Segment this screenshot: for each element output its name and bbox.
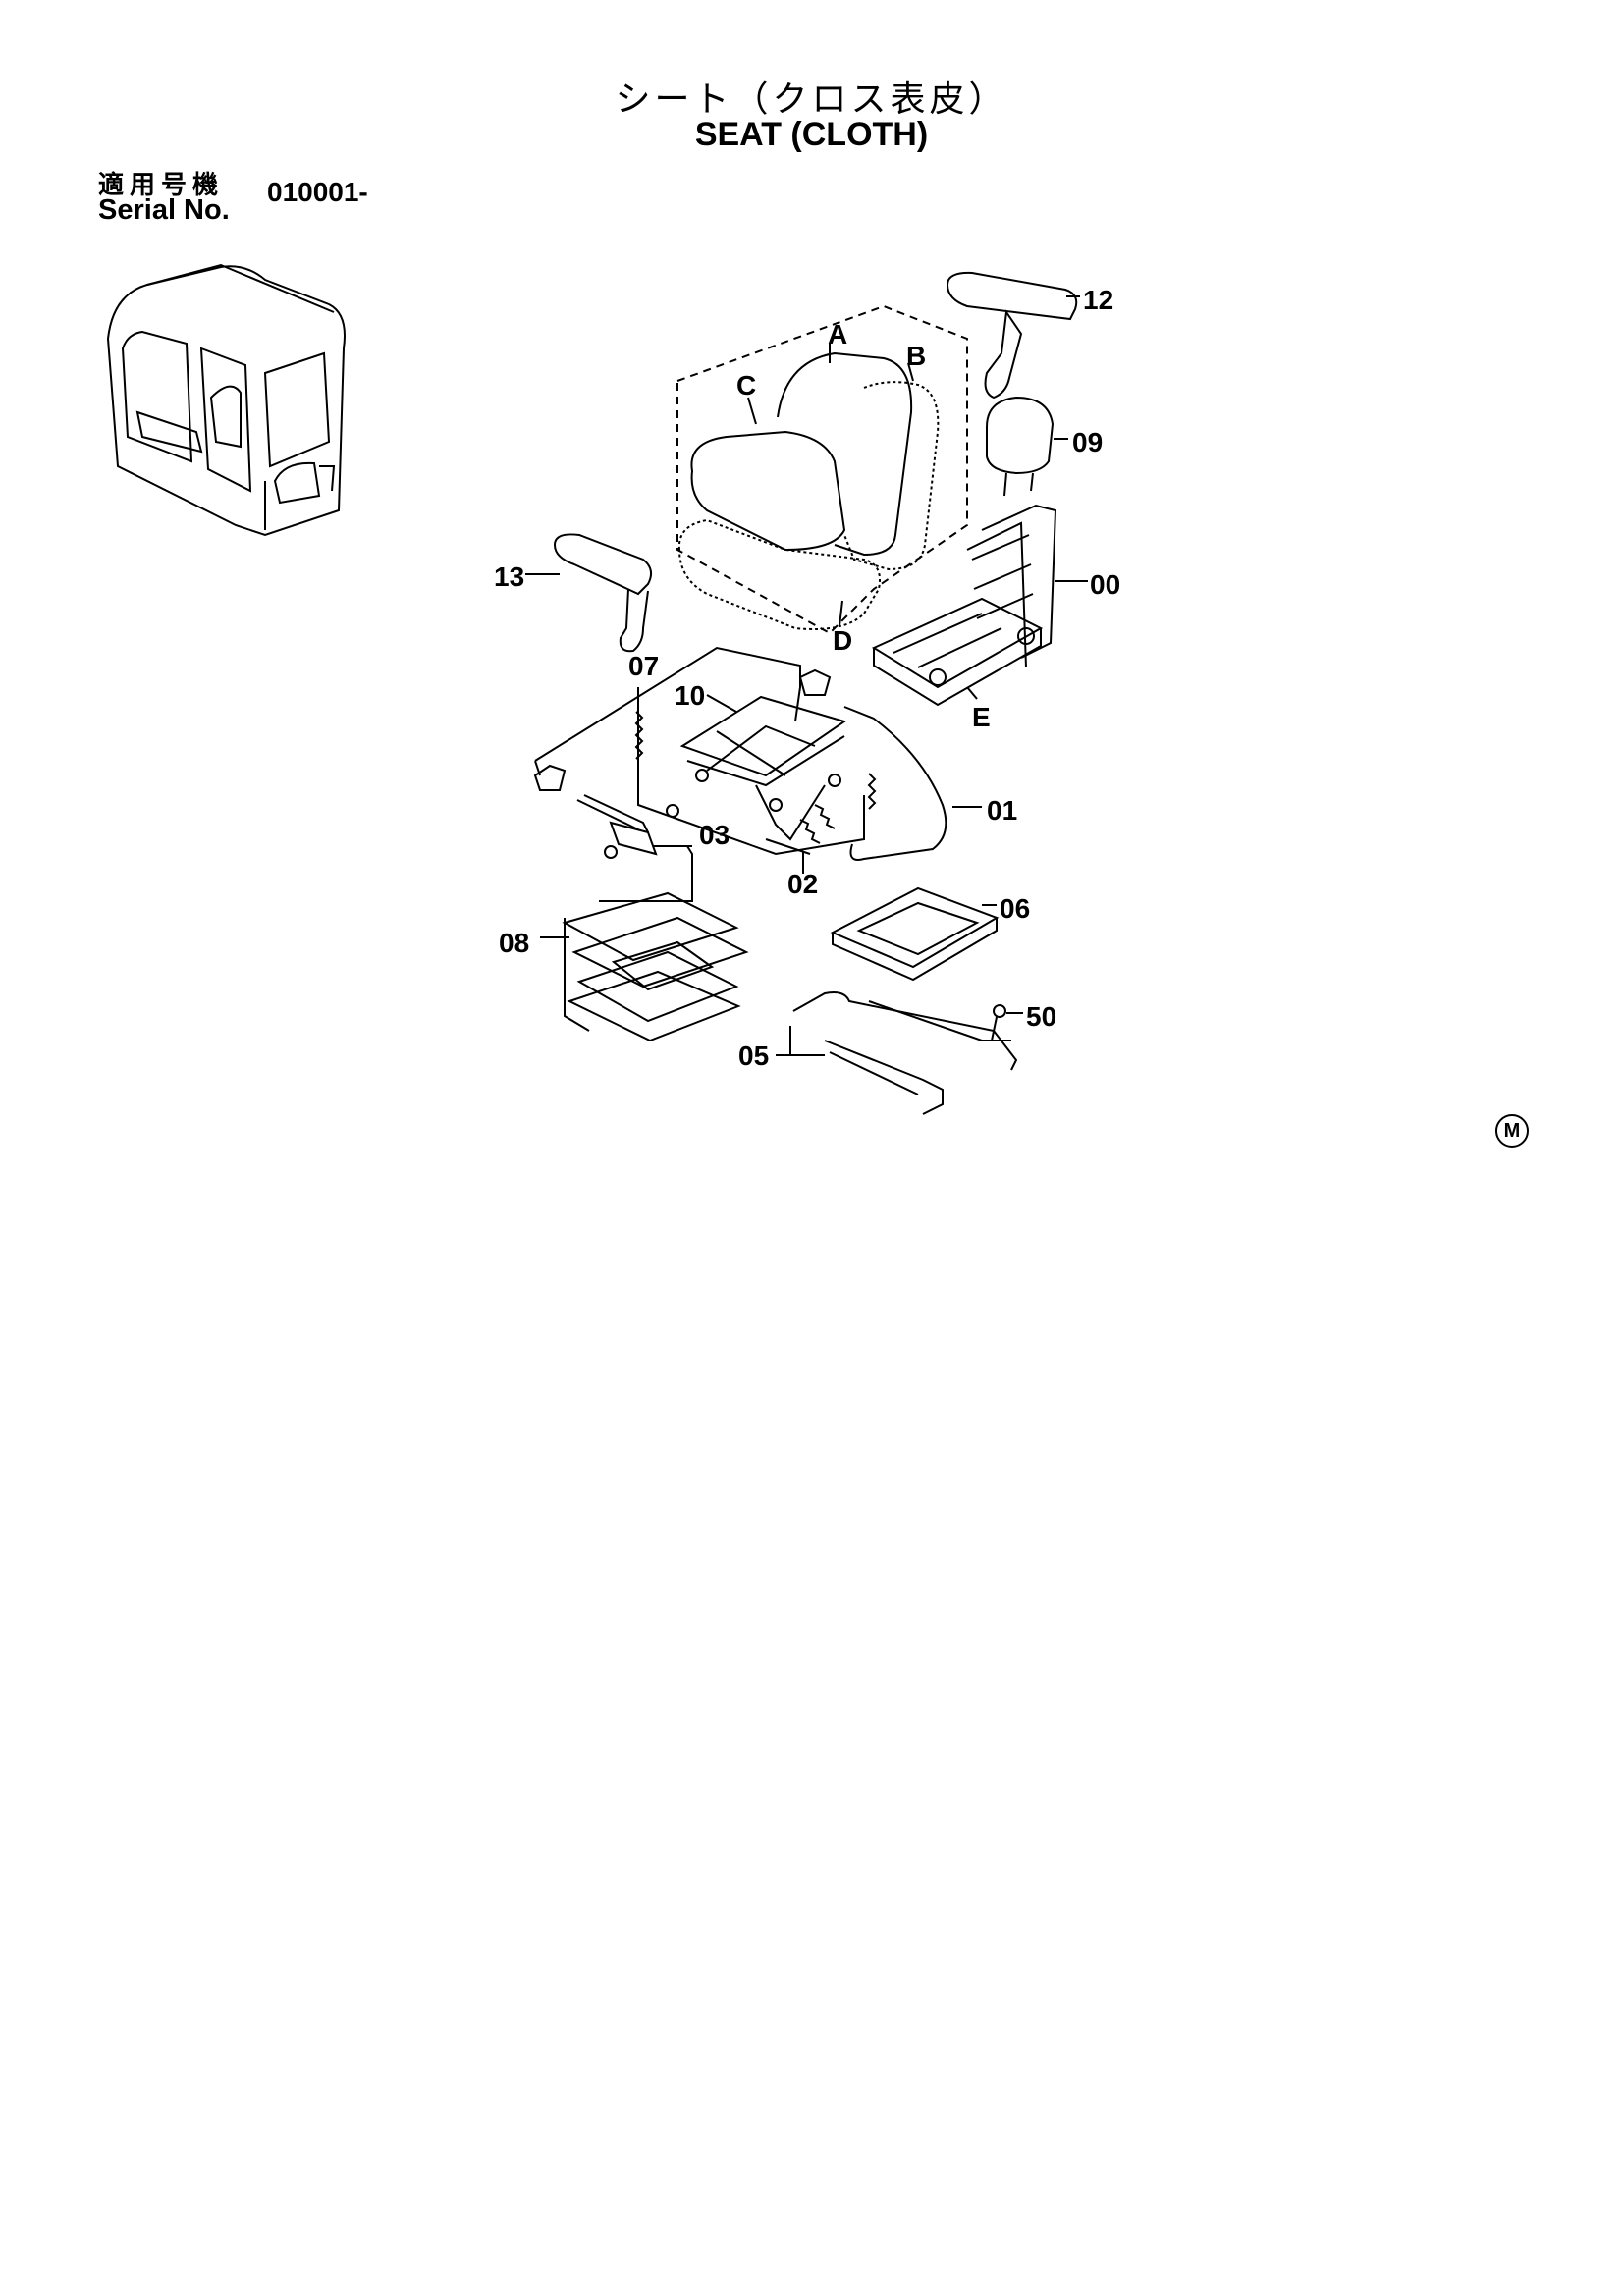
suspension-group-outline: [534, 646, 801, 776]
callout-part-01: 01: [987, 795, 1017, 826]
seat-cushion: [690, 430, 846, 552]
slide-rail: [792, 991, 1018, 1071]
serial-number: 010001-: [267, 177, 368, 207]
leader-line: [706, 694, 737, 713]
callout-part-00: 00: [1090, 569, 1120, 600]
serial-label: Serial No.: [98, 194, 230, 226]
callout-C: C: [736, 370, 756, 400]
callout-part-09: 09: [1072, 427, 1103, 457]
cab-thumbnail-illustration: [106, 263, 346, 537]
leader-line: [966, 686, 978, 700]
headrest: [986, 396, 1055, 475]
manual-mark-icon: M: [1495, 1114, 1529, 1148]
callout-E: E: [972, 702, 991, 732]
callout-B: B: [906, 341, 926, 371]
leader-line: [839, 600, 843, 627]
callout-part-08: 08: [499, 928, 529, 958]
spring: [814, 804, 836, 829]
spring: [634, 711, 644, 760]
seat-frame: [871, 504, 1057, 707]
leader-line: [907, 362, 914, 382]
callout-part-10: 10: [675, 680, 705, 711]
callout-D: D: [833, 625, 852, 656]
mounting-plates: [562, 891, 749, 1042]
seat-backrest: [777, 351, 913, 557]
callout-part-06: 06: [1000, 893, 1030, 924]
callout-part-12: 12: [1083, 285, 1113, 315]
callout-part-07: 07: [628, 651, 659, 681]
page-title: SEAT (CLOTH): [694, 116, 929, 153]
spring: [867, 773, 877, 810]
spring: [799, 819, 821, 844]
seat-back-cover: [843, 381, 940, 571]
leader-line: [776, 1026, 791, 1056]
leader-line: [747, 397, 757, 425]
bumper: [798, 668, 832, 696]
page-title-japanese: シート（クロス表皮）: [615, 80, 1008, 120]
lever-part: [576, 794, 649, 833]
callout-A: A: [828, 319, 847, 349]
seat-cushion-cover: [677, 518, 881, 630]
adjust-cable: [843, 706, 947, 861]
callout-part-02: 02: [787, 869, 818, 899]
armrest-right: [946, 271, 1078, 321]
bumper: [533, 764, 567, 791]
armrest-left: [553, 533, 653, 596]
callout-part-05: 05: [738, 1041, 769, 1071]
scissor-frame: [679, 695, 847, 841]
leader-line: [765, 838, 811, 874]
callout-part-03: 03: [699, 820, 730, 850]
callout-part-50: 50: [1026, 1001, 1056, 1032]
callout-part-13: 13: [494, 561, 524, 592]
serial-label-japanese: 適用号機: [98, 171, 225, 200]
